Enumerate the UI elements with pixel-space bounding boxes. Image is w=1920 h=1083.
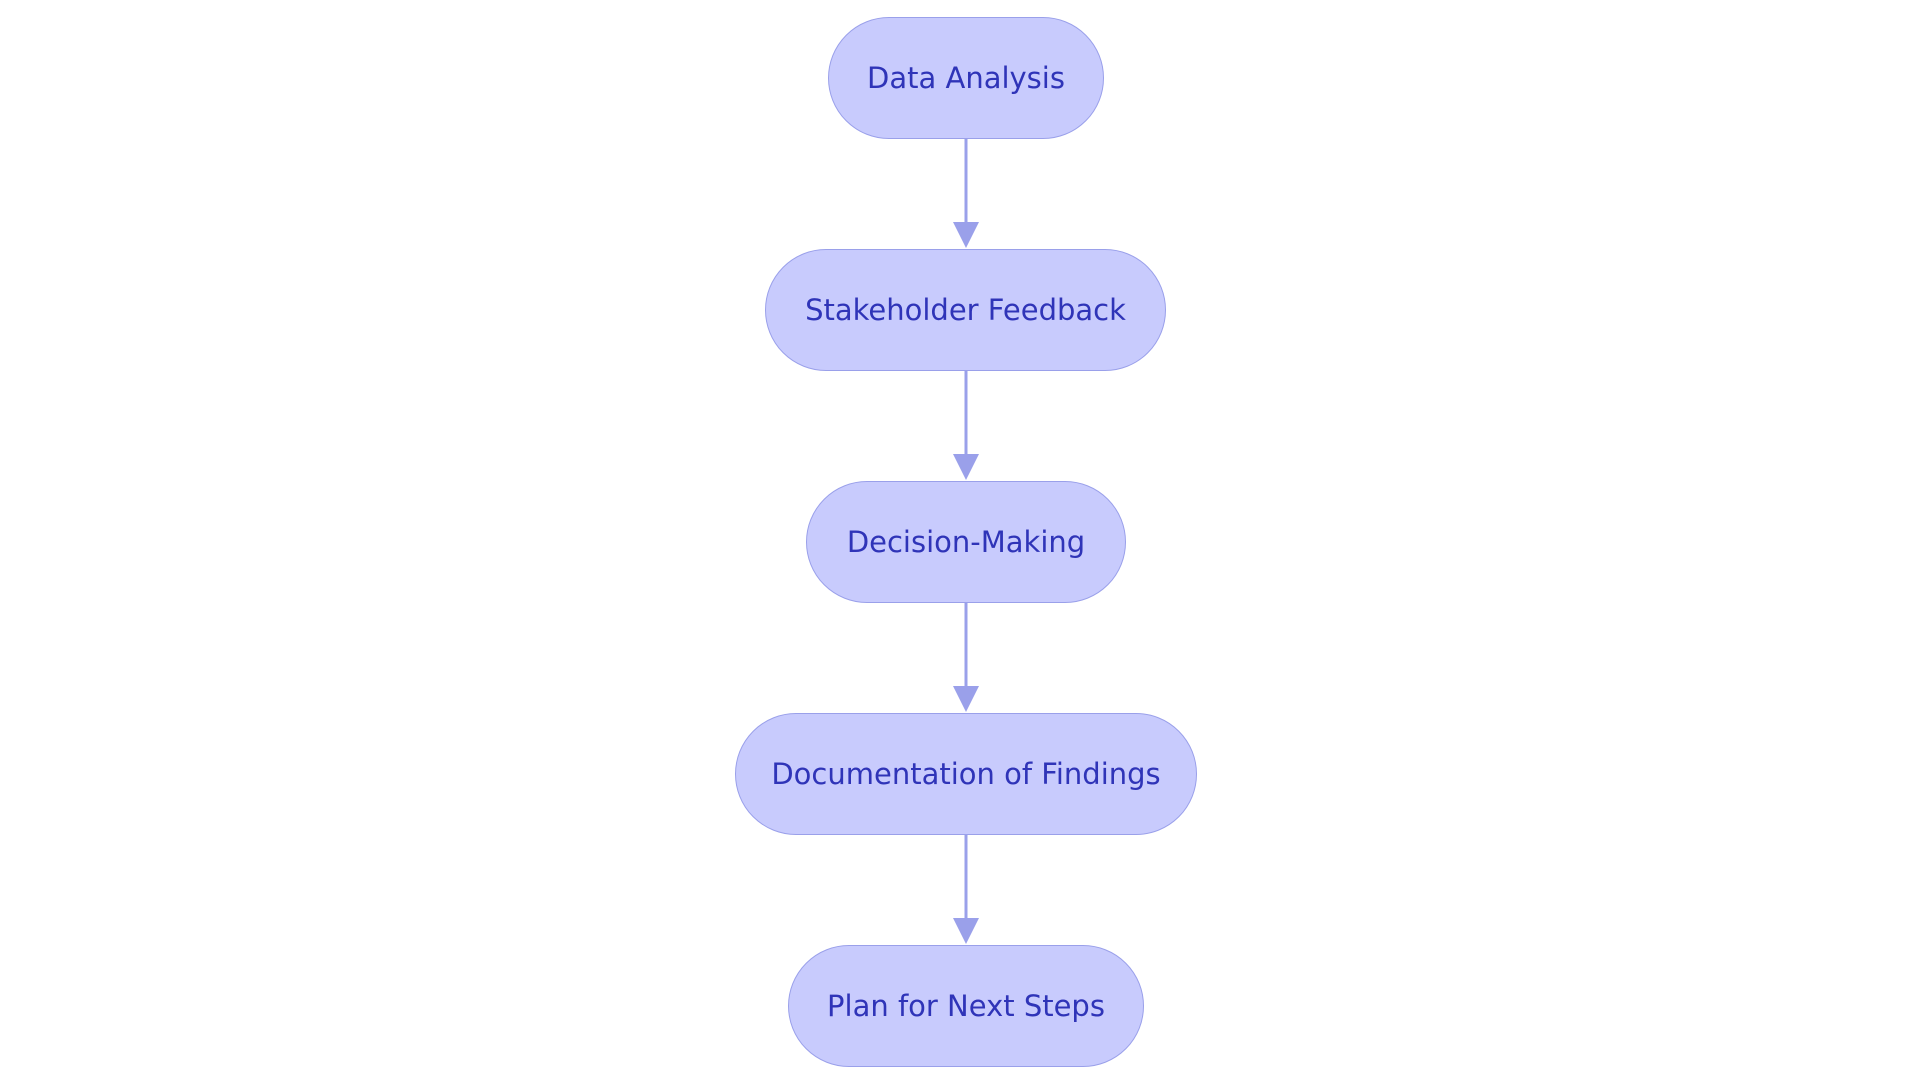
node-label: Decision-Making xyxy=(846,525,1086,559)
node-label: Stakeholder Feedback xyxy=(805,293,1126,327)
edge-data-analysis-to-stakeholder-feedback xyxy=(953,139,979,248)
edge-stakeholder-feedback-to-decision-making xyxy=(953,371,979,480)
node-stakeholder-feedback[interactable]: Stakeholder Feedback xyxy=(765,249,1166,371)
edge-decision-making-to-documentation-of-findings xyxy=(953,603,979,712)
node-label: Plan for Next Steps xyxy=(827,989,1105,1023)
node-label: Data Analysis xyxy=(867,61,1065,95)
node-documentation-of-findings[interactable]: Documentation of Findings xyxy=(735,713,1197,835)
edge-documentation-of-findings-to-plan-for-next-steps xyxy=(953,835,979,944)
node-data-analysis[interactable]: Data Analysis xyxy=(828,17,1104,139)
node-decision-making[interactable]: Decision-Making xyxy=(806,481,1126,603)
node-plan-for-next-steps[interactable]: Plan for Next Steps xyxy=(788,945,1144,1067)
node-label: Documentation of Findings xyxy=(771,757,1161,791)
